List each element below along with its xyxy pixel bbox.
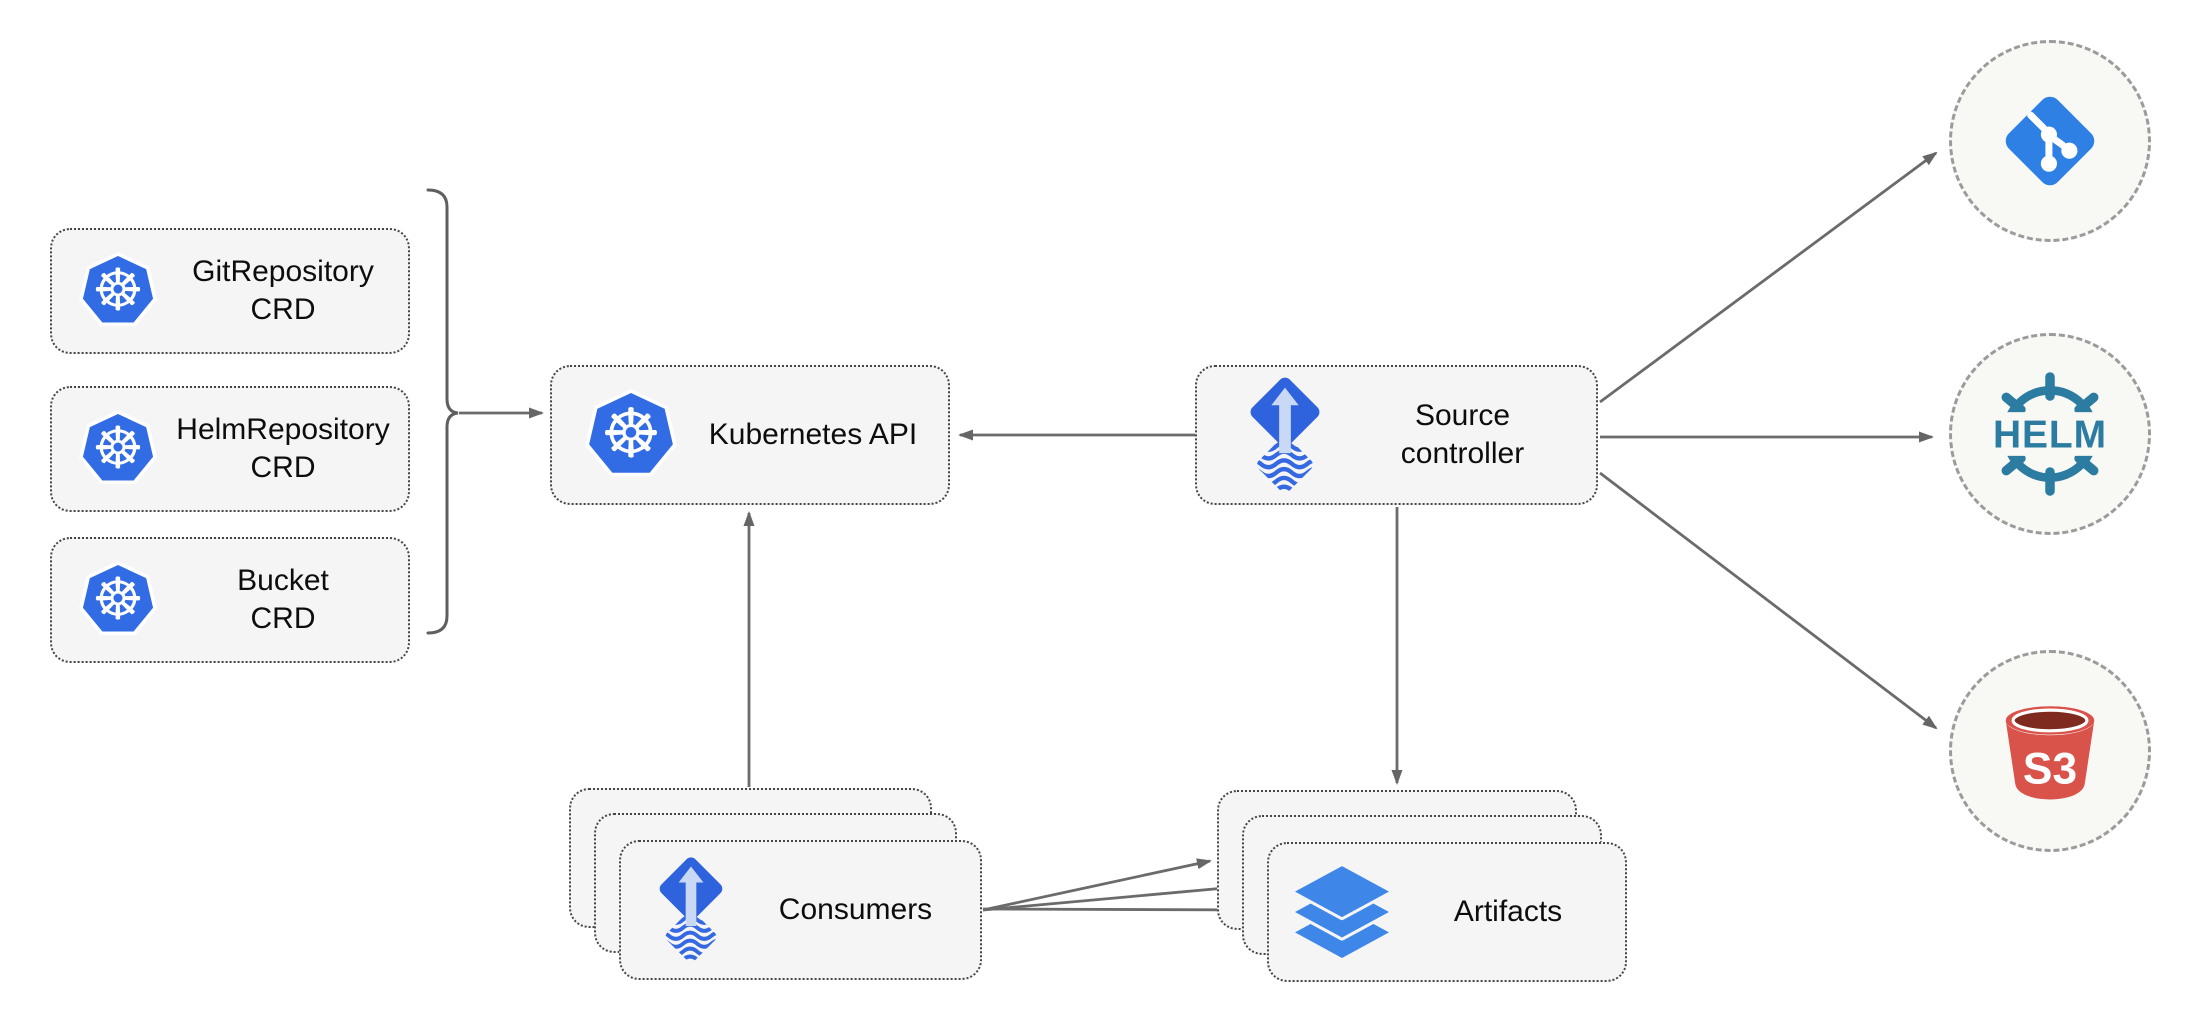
node-label: HelmRepository CRD	[176, 412, 390, 484]
edge-consumers-to-artifacts-3	[982, 904, 1264, 916]
kubernetes-icon: ☸	[78, 410, 158, 488]
node-label: Artifacts	[1453, 895, 1563, 928]
layers-icon	[1293, 863, 1391, 961]
kubernetes-wheel-glyph: ☸	[92, 414, 144, 482]
crd-group-bracket	[426, 188, 459, 635]
edge-source-to-s3	[1599, 471, 1938, 730]
node-kubernetes-api: ☸ Kubernetes API	[550, 365, 950, 505]
kubernetes-icon: ☸	[584, 389, 678, 481]
kubernetes-heptagon	[82, 256, 154, 323]
edge-consumers-to-artifacts-1	[982, 858, 1212, 912]
kubernetes-wheel-glyph: ☸	[92, 565, 144, 633]
s3-label: S3	[2023, 745, 2077, 794]
node-label: Bucket CRD	[237, 563, 329, 635]
git-icon	[2005, 96, 2095, 186]
node-gitrepository-crd: ☸ GitRepository CRD	[50, 228, 410, 354]
edge-consumers-to-artifacts-2	[982, 882, 1238, 912]
s3-bucket-icon: S3	[2005, 706, 2095, 800]
node-artifacts-stack: Artifacts	[1217, 790, 1627, 982]
helm-label: HELM	[1993, 413, 2107, 456]
flux-source-controller-icon	[659, 857, 723, 965]
node-label: GitRepository CRD	[192, 254, 374, 326]
node-helm-remote: HELM	[1949, 333, 2151, 535]
node-label: Consumers	[778, 893, 933, 926]
flux-source-controller-icon	[1250, 377, 1320, 495]
kubernetes-wheel-glyph: ☸	[92, 256, 144, 324]
node-git-remote	[1949, 40, 2151, 242]
node-s3-remote: S3	[1949, 650, 2151, 852]
kubernetes-icon: ☸	[78, 252, 158, 330]
node-helmrepository-crd: ☸ HelmRepository CRD	[50, 386, 410, 512]
kubernetes-heptagon	[589, 393, 673, 473]
node-consumers-stack: Consumers	[569, 788, 982, 980]
kubernetes-heptagon	[82, 414, 154, 481]
node-artifacts: Artifacts	[1267, 842, 1627, 982]
helm-icon: HELM	[1993, 372, 2107, 496]
node-label: Kubernetes API	[708, 417, 918, 451]
kubernetes-heptagon	[82, 565, 154, 632]
node-label: Source controller	[1400, 398, 1525, 470]
kubernetes-icon: ☸	[78, 561, 158, 639]
edge-source-to-git	[1599, 151, 1938, 404]
node-consumers: Consumers	[619, 840, 982, 980]
kubernetes-wheel-glyph: ☸	[600, 394, 662, 474]
node-source-controller: Source controller	[1195, 365, 1598, 505]
node-bucket-crd: ☸ Bucket CRD	[50, 537, 410, 663]
